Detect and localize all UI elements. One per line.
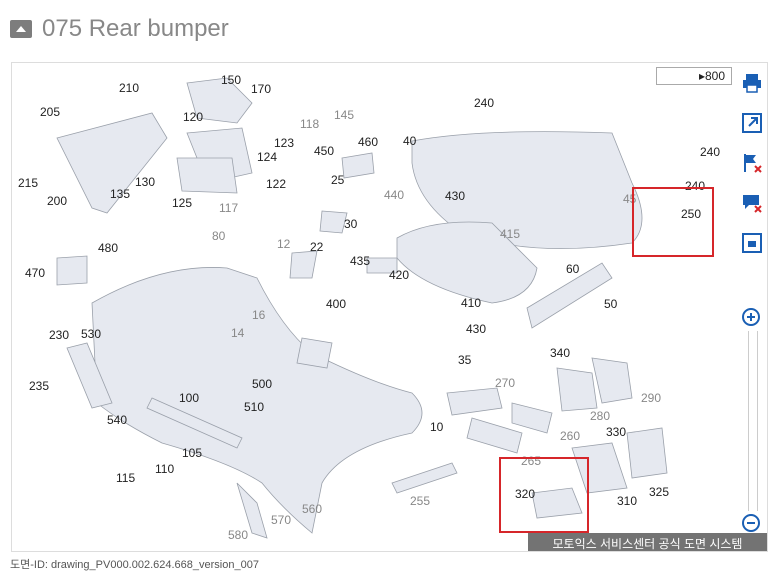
part-label[interactable]: 230 <box>49 328 70 342</box>
diagram-viewer[interactable]: 210 150 170 205 120 118 145 240 240 40 4… <box>11 62 768 552</box>
page-header: 075 Rear bumper <box>10 12 229 46</box>
fit-window-icon[interactable] <box>740 231 764 255</box>
collapse-button[interactable] <box>10 20 32 38</box>
part-label[interactable]: 117 <box>219 201 239 215</box>
part-label[interactable]: 118 <box>300 117 320 131</box>
part-label[interactable]: 240 <box>700 145 721 159</box>
part-label[interactable]: 115 <box>116 471 136 485</box>
part-label[interactable]: 235 <box>29 379 50 393</box>
print-icon[interactable] <box>740 71 764 95</box>
part-label[interactable]: 10 <box>430 420 444 434</box>
bumper-cover-shape <box>91 267 423 534</box>
part-label[interactable]: 105 <box>182 446 203 460</box>
part-label[interactable]: 430 <box>445 189 466 203</box>
part-label[interactable]: 450 <box>314 144 335 158</box>
part-label[interactable]: 530 <box>81 327 102 341</box>
parts-diagram <box>56 77 668 539</box>
part-label[interactable]: 35 <box>458 353 472 367</box>
highlight-box-320 <box>499 457 589 533</box>
part-label[interactable]: 560 <box>302 502 323 516</box>
part-label[interactable]: 135 <box>110 187 131 201</box>
part-label[interactable]: 435 <box>350 254 371 268</box>
part-label[interactable]: 125 <box>172 196 193 210</box>
part-label[interactable]: 120 <box>183 110 204 124</box>
part-label[interactable]: 200 <box>47 194 68 208</box>
part-label[interactable]: 340 <box>550 346 571 360</box>
part-label[interactable]: 460 <box>358 135 379 149</box>
part-label[interactable]: 255 <box>410 494 431 508</box>
part-label[interactable]: 100 <box>179 391 200 405</box>
part-label[interactable]: 290 <box>641 391 662 405</box>
part-label[interactable]: 22 <box>310 240 324 254</box>
part-label[interactable]: 415 <box>500 227 521 241</box>
part-label[interactable]: 470 <box>25 266 46 280</box>
part-label[interactable]: 205 <box>40 105 61 119</box>
part-label[interactable]: 30 <box>344 217 358 231</box>
page-title: 075 Rear bumper <box>42 15 229 42</box>
part-label[interactable]: 310 <box>617 494 638 508</box>
part-label[interactable]: 500 <box>252 377 273 391</box>
part-label[interactable]: 123 <box>274 136 295 150</box>
part-label[interactable]: 130 <box>135 175 156 189</box>
part-label[interactable]: 40 <box>403 134 417 148</box>
part-label[interactable]: 580 <box>228 528 249 542</box>
watermark: 모토익스 서비스센터 공식 도면 시스템 <box>528 533 767 551</box>
part-label[interactable]: 570 <box>271 513 292 527</box>
part-label[interactable]: 320 <box>515 487 536 501</box>
part-label[interactable]: 510 <box>244 400 265 414</box>
part-label[interactable]: 170 <box>251 82 272 96</box>
part-label[interactable]: 240 <box>685 179 706 193</box>
part-label[interactable]: 210 <box>119 81 140 95</box>
open-external-icon[interactable] <box>740 111 764 135</box>
part-label[interactable]: 12 <box>277 237 291 251</box>
part-label[interactable]: 540 <box>107 413 128 427</box>
zoom-out-icon[interactable] <box>741 513 761 533</box>
zoom-in-icon[interactable] <box>741 307 761 327</box>
highlight-box-250 <box>632 187 714 257</box>
goto-page-label: 800 <box>704 69 725 83</box>
part-label[interactable]: 124 <box>257 150 278 164</box>
part-label[interactable]: 50 <box>604 297 618 311</box>
part-label[interactable]: 80 <box>212 229 226 243</box>
part-label[interactable]: 400 <box>326 297 347 311</box>
part-label[interactable]: 215 <box>18 176 39 190</box>
part-label[interactable]: 60 <box>566 262 580 276</box>
flag-remove-icon[interactable] <box>740 151 764 175</box>
grille-shape <box>396 221 538 304</box>
part-label[interactable]: 270 <box>495 376 516 390</box>
goto-page-button[interactable]: ▸800 <box>656 67 732 85</box>
part-label[interactable]: 430 <box>466 322 487 336</box>
part-label[interactable]: 16 <box>252 308 266 322</box>
part-label[interactable]: 240 <box>474 96 495 110</box>
part-label[interactable]: 122 <box>266 177 287 191</box>
part-label[interactable]: 145 <box>334 108 355 122</box>
part-label[interactable]: 480 <box>98 241 119 255</box>
part-label[interactable]: 410 <box>461 296 482 310</box>
part-label[interactable]: 260 <box>560 429 581 443</box>
part-label[interactable]: 330 <box>606 425 627 439</box>
part-label[interactable]: 250 <box>681 207 702 221</box>
part-label[interactable]: 420 <box>389 268 410 282</box>
part-label[interactable]: 14 <box>231 326 245 340</box>
part-label[interactable]: 325 <box>649 485 670 499</box>
drawing-id: 도면-ID: drawing_PV000.002.624.668_version… <box>10 559 259 571</box>
part-label[interactable]: 280 <box>590 409 611 423</box>
part-label[interactable]: 440 <box>384 188 405 202</box>
part-label[interactable]: 110 <box>155 462 175 476</box>
comment-remove-icon[interactable] <box>740 191 764 215</box>
part-label[interactable]: 150 <box>221 73 242 87</box>
part-label[interactable]: 25 <box>331 173 345 187</box>
bracket-shape <box>56 112 168 214</box>
zoom-slider[interactable] <box>748 331 758 511</box>
